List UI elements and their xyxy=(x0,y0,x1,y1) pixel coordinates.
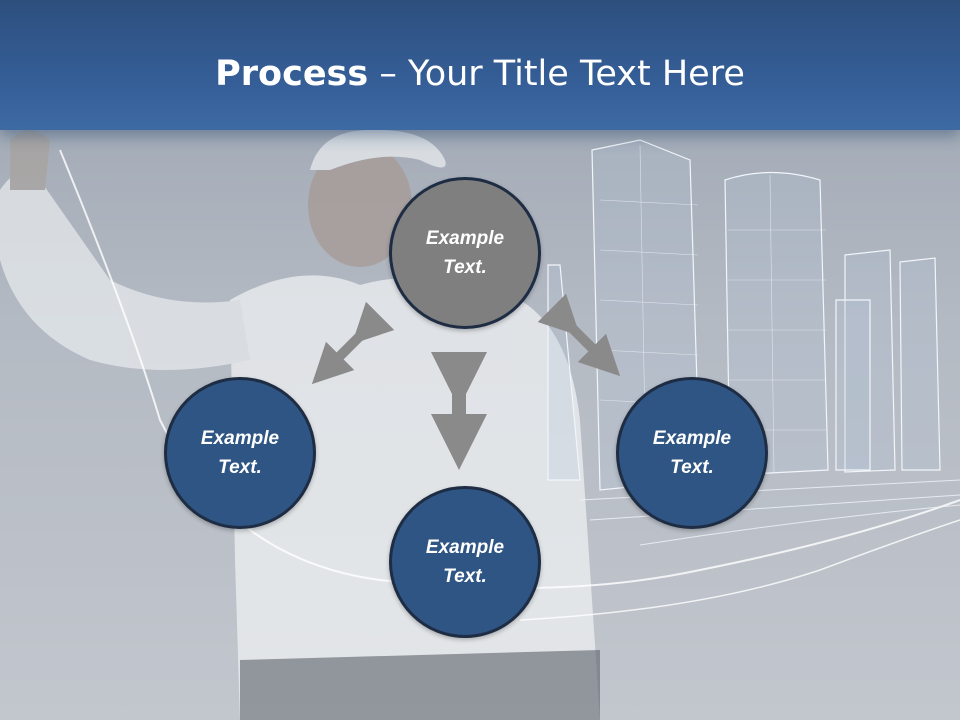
circle-top-line1: Example xyxy=(425,228,505,249)
process-circle-left[interactable]: Example Text. xyxy=(164,377,316,529)
double-arrow-right-icon xyxy=(537,293,621,377)
title-regular-text: – Your Title Text Here xyxy=(368,54,745,94)
circle-right-line2: Text. xyxy=(670,457,714,478)
process-circle-right[interactable]: Example Text. xyxy=(616,377,768,529)
circle-top-line2: Text. xyxy=(443,257,487,278)
title-bold-text: Process xyxy=(215,54,369,94)
process-circle-bottom[interactable]: Example Text. xyxy=(389,486,541,638)
circle-left-line2: Text. xyxy=(218,457,262,478)
circle-left-line1: Example xyxy=(200,428,280,449)
slide-title[interactable]: Process – Your Title Text Here xyxy=(0,52,960,96)
circle-bottom-line2: Text. xyxy=(443,566,487,587)
title-bar xyxy=(0,0,960,130)
double-arrow-left-icon xyxy=(311,301,395,385)
circle-right-line1: Example xyxy=(652,428,732,449)
circle-bottom-line1: Example xyxy=(425,537,505,558)
process-circle-top[interactable]: Example Text. xyxy=(389,177,541,329)
